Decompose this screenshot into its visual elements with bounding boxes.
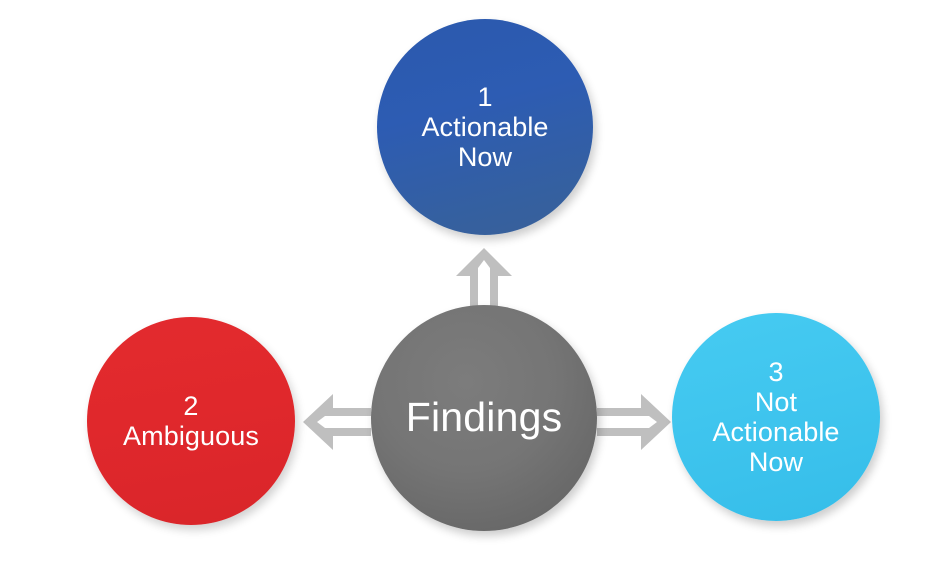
node-not-actionable-now-label: 3 Not Actionable Now (712, 356, 840, 478)
node-ambiguous[interactable]: 2 Ambiguous (87, 317, 295, 525)
node-actionable-now[interactable]: 1 Actionable Now (377, 19, 593, 235)
hub-findings-label: Findings (405, 394, 563, 441)
node-actionable-now-label: 1 Actionable Now (421, 81, 549, 173)
arrow-right-icon (597, 392, 673, 452)
arrow-left-icon (301, 392, 371, 452)
node-not-actionable-now[interactable]: 3 Not Actionable Now (672, 313, 880, 521)
hub-findings[interactable]: Findings (371, 305, 597, 531)
node-ambiguous-label: 2 Ambiguous (123, 390, 259, 451)
arrow-up-icon (452, 246, 516, 308)
